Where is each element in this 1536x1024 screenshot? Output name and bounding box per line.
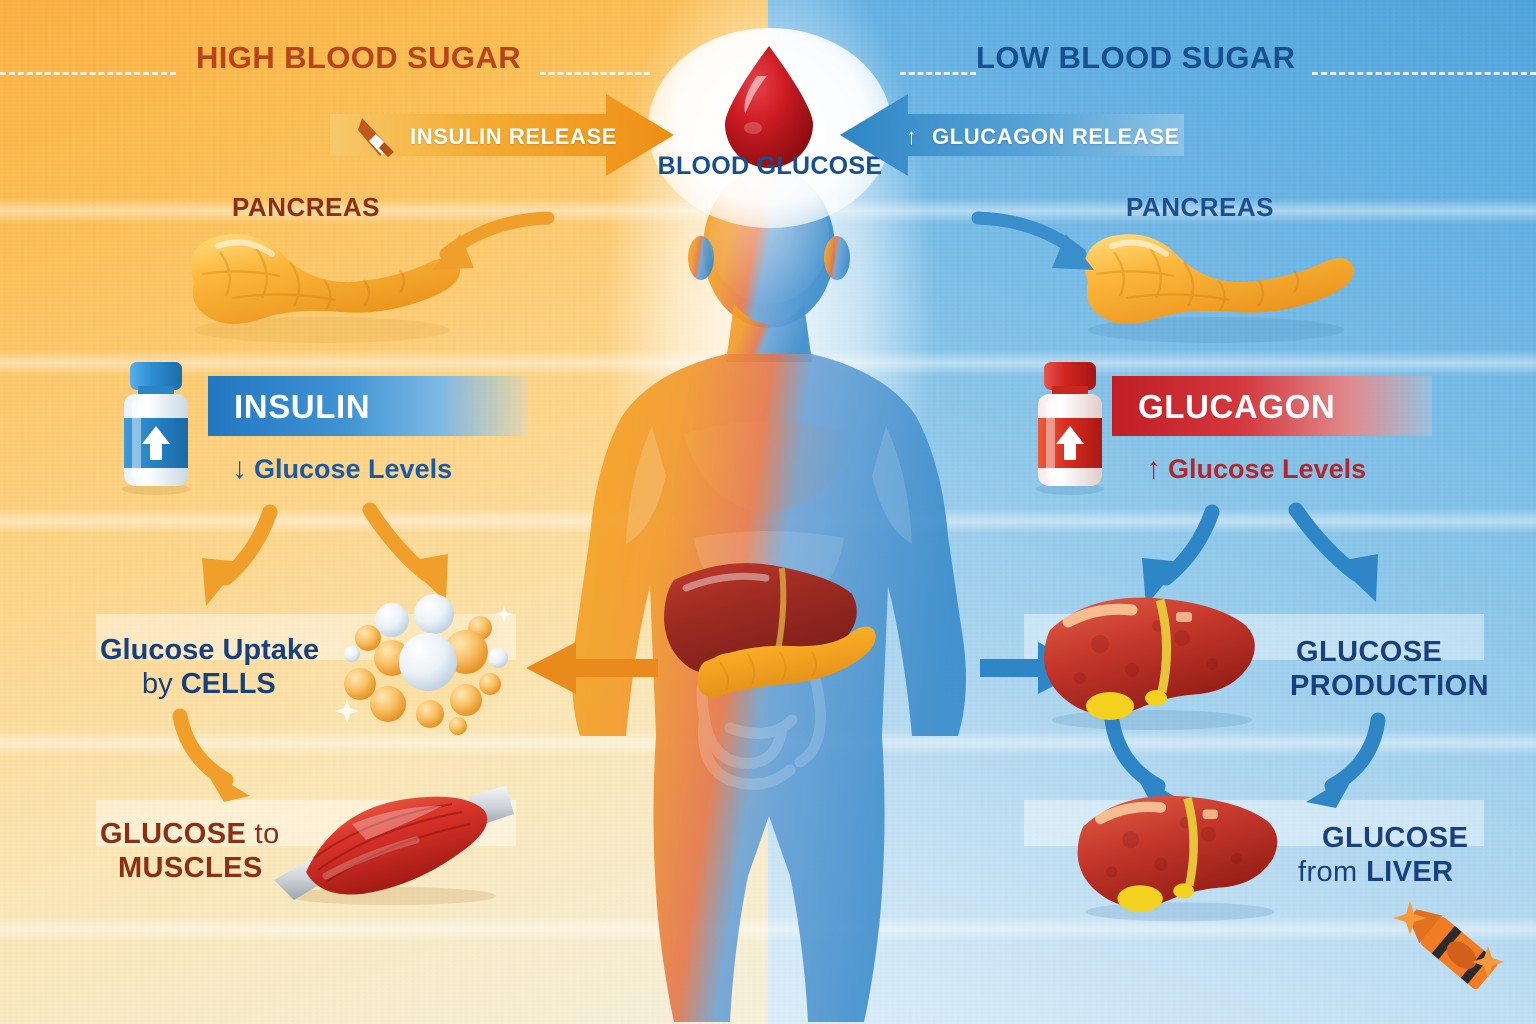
arrow-insulin-to-cells: [362, 502, 448, 602]
arrow-up-icon: ↑: [1146, 452, 1161, 485]
glucose-to-muscles-label: GLUCOSE to MUSCLES: [100, 818, 280, 885]
heading-low-blood-sugar: LOW BLOOD SUGAR: [976, 40, 1296, 75]
insulin-release-arrow: [330, 94, 674, 176]
glucagon-release-label: GLUCAGON RELEASE: [932, 124, 1180, 149]
arrow-body-to-cells: [526, 642, 658, 694]
glucose-uptake-line2-thin: by: [142, 667, 181, 700]
insulin-effect: ↓Glucose Levels: [232, 452, 452, 486]
liver-icon-from-liver: [1077, 795, 1278, 922]
blood-glucose-label: BLOOD GLUCOSE: [657, 152, 883, 180]
glucose-uptake-line2-bold: CELLS: [180, 667, 276, 700]
production-line2: PRODUCTION: [1290, 669, 1489, 702]
arrow-insulin-to-uptake-left: [202, 504, 278, 606]
dashed-rule-left-outer: [0, 72, 176, 75]
insulin-title: INSULIN: [234, 388, 371, 425]
arrow-glucagon-to-liver-1: [1142, 504, 1220, 606]
syringe-icon: [358, 118, 394, 157]
muscle-icon: [274, 786, 514, 905]
fromliver-line1: GLUCOSE: [1322, 822, 1469, 854]
pancreas-icon-right: [1085, 234, 1355, 343]
heading-high-blood-sugar: HIGH BLOOD SUGAR: [196, 40, 522, 75]
glucagon-bottle-icon: [1036, 362, 1104, 495]
arrow-to-pancreas-right: [971, 211, 1094, 270]
glucose-production-label: GLUCOSE PRODUCTION: [1290, 636, 1489, 703]
blood-drop-icon: [725, 46, 813, 168]
muscles-line2: MUSCLES: [118, 851, 263, 884]
glucose-from-liver-label: GLUCOSE from LIVER: [1298, 822, 1469, 889]
arrow-uptake-to-muscles: [172, 708, 250, 802]
pancreas-icon: [697, 626, 876, 697]
glucagon-effect: ↑Glucose Levels: [1146, 452, 1366, 486]
pancreas-label-left: PANCREAS: [232, 192, 380, 222]
pancreas-icon-left: [191, 234, 461, 343]
glucagon-banner: GLUCAGON: [1112, 376, 1432, 436]
dashed-rule-right-inner: [900, 72, 976, 75]
fromliver-line2-bold: LIVER: [1366, 855, 1454, 888]
muscles-line1-bold: GLUCOSE: [100, 818, 247, 850]
arrow-glucagon-to-production: [1288, 502, 1378, 602]
arrow-production-to-fromliver: [1306, 712, 1386, 808]
glucagon-release-arrow: [840, 94, 1184, 176]
dashed-rule-right-outer: [1312, 72, 1536, 75]
liver-icon-production: [1044, 597, 1255, 730]
glucagon-release-arrow-glyph: ↑: [906, 124, 918, 149]
arrow-down-icon: ↓: [232, 452, 247, 485]
insulin-release-label: INSULIN RELEASE: [410, 124, 618, 149]
glucose-uptake-label: Glucose Uptake by CELLS: [100, 634, 319, 701]
production-line1: GLUCOSE: [1296, 636, 1443, 668]
glucose-uptake-line1: Glucose Uptake: [100, 634, 320, 666]
insulin-bottle-icon: [122, 362, 190, 495]
muscles-line1-thin: to: [246, 818, 280, 850]
arrow-to-pancreas-left: [432, 211, 555, 270]
human-body-silhouette: [572, 168, 966, 1022]
pancreas-label-right: PANCREAS: [1126, 192, 1274, 222]
crayon-icon: [1393, 901, 1504, 990]
insulin-banner: INSULIN: [208, 376, 528, 436]
insulin-effect-label: Glucose Levels: [254, 454, 453, 484]
glucose-cells-icon: [333, 592, 517, 736]
glucagon-effect-label: Glucose Levels: [1168, 454, 1367, 484]
dashed-rule-left-inner: [540, 72, 650, 75]
fromliver-line2-thin: from: [1298, 855, 1367, 888]
glucagon-title: GLUCAGON: [1138, 388, 1336, 425]
